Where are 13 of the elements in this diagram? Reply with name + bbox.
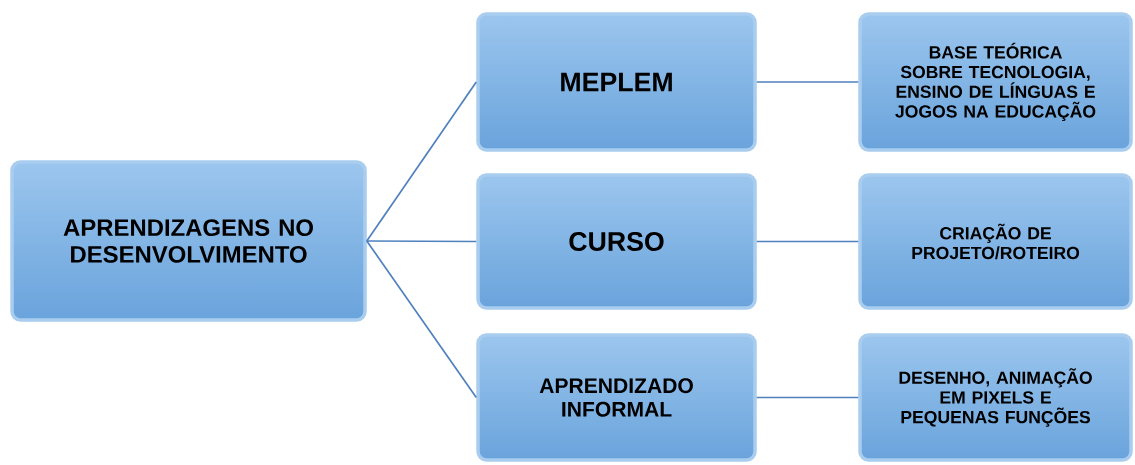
connector-line xyxy=(755,396,860,399)
connector-line xyxy=(365,240,478,399)
connector-line xyxy=(365,81,478,242)
connector-line xyxy=(755,81,860,83)
process-box: APRENDIZADO INFORMAL xyxy=(476,333,757,462)
connector-line xyxy=(365,240,478,243)
process-box: CRIAÇÃO DE PROJETO/ROTEIRO xyxy=(858,173,1133,310)
process-box: BASE TEÓRICA SOBRE TECNOLOGIA, ENSINO DE LÍNGUAS E JOGOS NA EDUCAÇÃO xyxy=(858,12,1133,152)
process-box: CURSO xyxy=(476,173,757,310)
connector-line xyxy=(755,240,860,243)
process-box: MEPLEM xyxy=(476,12,757,152)
process-box: DESENHO, ANIMAÇÃO EM PIXELS E PEQUENAS FUNÇÕES xyxy=(858,333,1133,462)
process-box: APRENDIZAGENS NO DESENVOLVIMENTO xyxy=(10,160,367,322)
